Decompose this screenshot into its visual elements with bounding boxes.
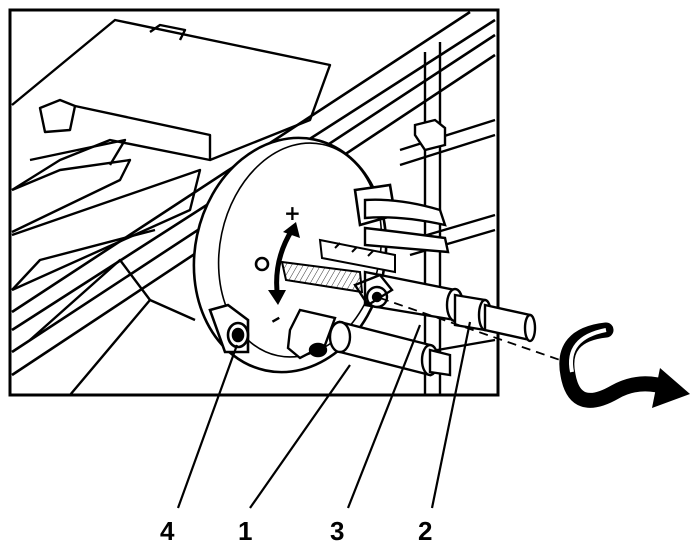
threaded-rod: [280, 238, 396, 294]
hoses: [363, 198, 450, 254]
adjuster-assembly: [353, 270, 537, 343]
curved-arrow-icon: [559, 322, 690, 408]
housing: [11, 18, 332, 396]
illustration-frame: [8, 8, 500, 397]
callout-2: 2: [418, 516, 432, 546]
callout-1: 1: [238, 516, 252, 546]
axis-line: [379, 297, 561, 361]
callout-3: 3: [330, 516, 344, 546]
lower-cylinder: [286, 308, 452, 377]
leader-lines: [176, 321, 472, 509]
plus-symbol: +: [284, 201, 301, 225]
callout-4: 4: [160, 516, 175, 546]
